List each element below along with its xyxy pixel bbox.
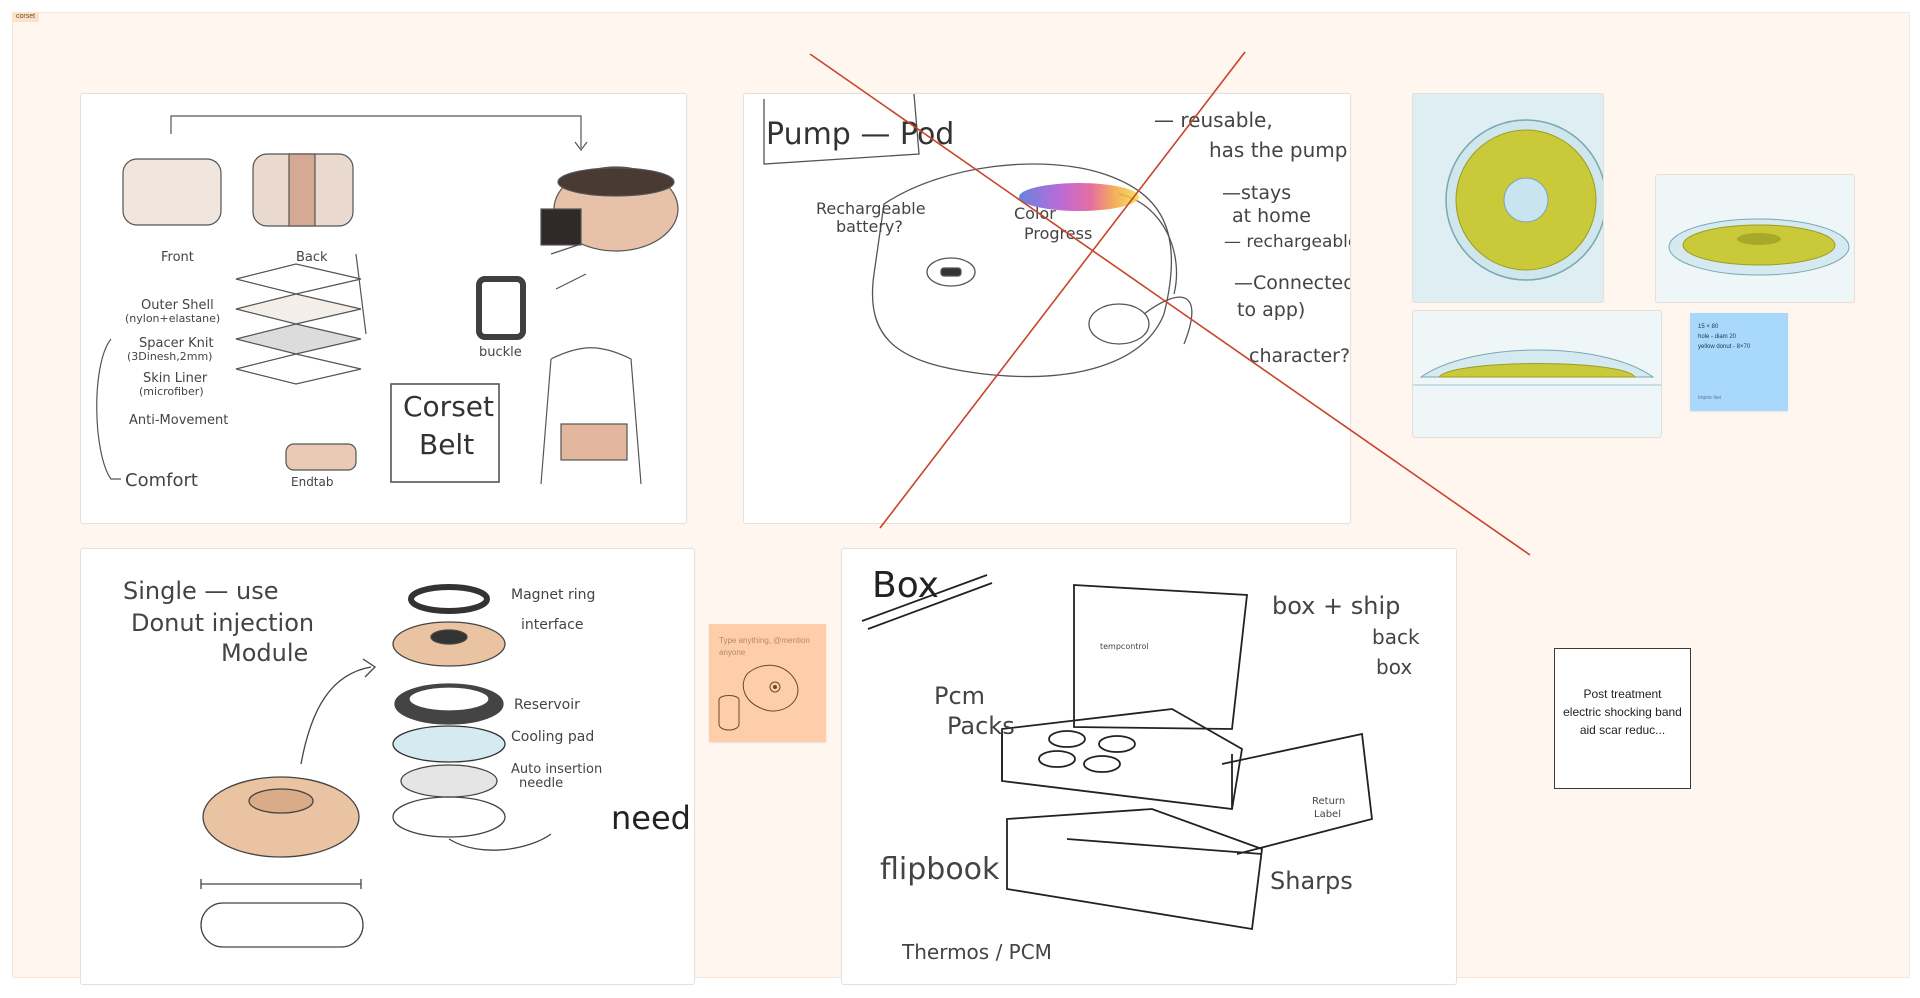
- box-title: Box: [872, 565, 939, 606]
- donut-module-sketch-card[interactable]: Single — use Donut injection Module Magn…: [80, 548, 695, 985]
- color-label-line2: Progress: [1024, 224, 1092, 243]
- post-treatment-text-card[interactable]: Post treatment electric shocking band ai…: [1554, 648, 1691, 789]
- pump-note-5: — rechargeable: [1224, 232, 1350, 252]
- corset-title-line2: Belt: [419, 428, 474, 461]
- corset-belt-sketch-card[interactable]: Front Back Outer Shell (nylon+elastane) …: [80, 93, 687, 524]
- pump-sketch: Pump — Pod Rechargeable battery? Color P…: [763, 94, 1350, 378]
- endtab-label: Endtab: [291, 475, 333, 489]
- blue-sticky-note[interactable]: 15 × 80 hole - diam 20 yellow donut - 8×…: [1690, 313, 1788, 411]
- post-treatment-text: Post treatment electric shocking band ai…: [1563, 687, 1682, 737]
- outer-shell-label: Outer Shell: [141, 298, 214, 313]
- pump-note-8: character?: [1249, 345, 1350, 367]
- needle-big-label: needle: [611, 799, 694, 837]
- sticky-orange-placeholder[interactable]: Type anything, @mention anyone: [719, 636, 810, 657]
- tempcontrol-brand-label: tempcontrol: [1100, 642, 1149, 651]
- donut-angled-svg: [1668, 218, 1850, 276]
- donut-title-line3: Module: [221, 639, 308, 667]
- thermos-label: Thermos / PCM: [901, 940, 1052, 964]
- corset-sketch: Front Back Outer Shell (nylon+elastane) …: [96, 115, 679, 491]
- sticky-blue-line-3: yellow donut - 8×70: [1698, 344, 1751, 350]
- return-label-line2: Label: [1314, 809, 1341, 820]
- pump-title: Pump — Pod: [766, 117, 954, 152]
- pump-note-2: has the pump: [1209, 138, 1347, 162]
- sticky-orange-doodle: [718, 664, 799, 731]
- back-label: Back: [296, 250, 328, 265]
- donut-top-svg: [1445, 119, 1603, 281]
- ship-label-line3: box: [1376, 655, 1412, 679]
- reservoir-label: Reservoir: [514, 697, 580, 713]
- interface-label: interface: [521, 617, 583, 633]
- front-label: Front: [161, 250, 194, 265]
- donut-title-line2: Donut injection: [131, 609, 314, 637]
- pump-pod-sketch-card[interactable]: Pump — Pod Rechargeable battery? Color P…: [743, 93, 1351, 524]
- comfort-label: Comfort: [125, 470, 198, 491]
- ship-label-line1: box + ship: [1272, 592, 1400, 620]
- pcm-label-line2: Packs: [947, 712, 1015, 740]
- donut-module-sketch: Single — use Donut injection Module Magn…: [123, 577, 694, 948]
- donut-title-line1: Single — use: [123, 577, 279, 605]
- anti-movement-label: Anti-Movement: [129, 413, 228, 428]
- skin-liner-sub-label: (microfiber): [139, 385, 204, 398]
- section-label[interactable]: corset: [12, 12, 40, 22]
- buckle-label: buckle: [479, 345, 522, 360]
- sticky-blue-author: Imprie Ikei: [1698, 395, 1722, 401]
- pump-note-3: —stays: [1222, 182, 1291, 204]
- pump-note-4: at home: [1232, 205, 1311, 227]
- spacer-knit-label: Spacer Knit: [139, 336, 214, 351]
- battery-label-line1: Rechargeable: [816, 199, 926, 218]
- sticky-blue-line-2: hole - diam 20: [1698, 334, 1737, 340]
- battery-label-line2: battery?: [836, 217, 903, 236]
- donut-render-angled-view[interactable]: [1655, 174, 1855, 303]
- return-label-line1: Return: [1312, 796, 1345, 807]
- sticky-blue-line-1: 15 × 80: [1698, 324, 1719, 330]
- magnet-ring-label: Magnet ring: [511, 587, 595, 603]
- flipbook-label: flipbook: [880, 852, 1000, 887]
- box-sketch: Box Pcm Packs box + ship back box tempco…: [861, 565, 1420, 964]
- skin-liner-label: Skin Liner: [143, 371, 208, 386]
- auto-insertion-label: Auto insertion: [511, 762, 602, 777]
- box-sketch-card[interactable]: Box Pcm Packs box + ship back box tempco…: [841, 548, 1457, 985]
- sharps-label: Sharps: [1270, 867, 1353, 895]
- cooling-pad-label: Cooling pad: [511, 729, 594, 745]
- pcm-label-line1: Pcm: [934, 682, 985, 710]
- needle-small-label: needle: [519, 776, 563, 791]
- spacer-knit-sub-label: (3Dinesh,2mm): [127, 350, 212, 363]
- pump-note-1: — reusable,: [1154, 108, 1273, 132]
- pump-note-7: to app): [1237, 299, 1305, 321]
- corset-title-line1: Corset: [403, 390, 494, 423]
- color-label-line1: Color: [1014, 204, 1056, 223]
- outer-shell-sub-label: (nylon+elastane): [125, 312, 220, 325]
- donut-side-svg: [1413, 349, 1661, 386]
- ship-label-line2: back: [1372, 625, 1420, 649]
- pump-note-6: —Connected: [1234, 272, 1350, 294]
- orange-sticky-note[interactable]: Type anything, @mention anyone: [709, 624, 826, 742]
- donut-render-top-view[interactable]: [1412, 93, 1604, 303]
- donut-render-side-view[interactable]: [1412, 310, 1662, 438]
